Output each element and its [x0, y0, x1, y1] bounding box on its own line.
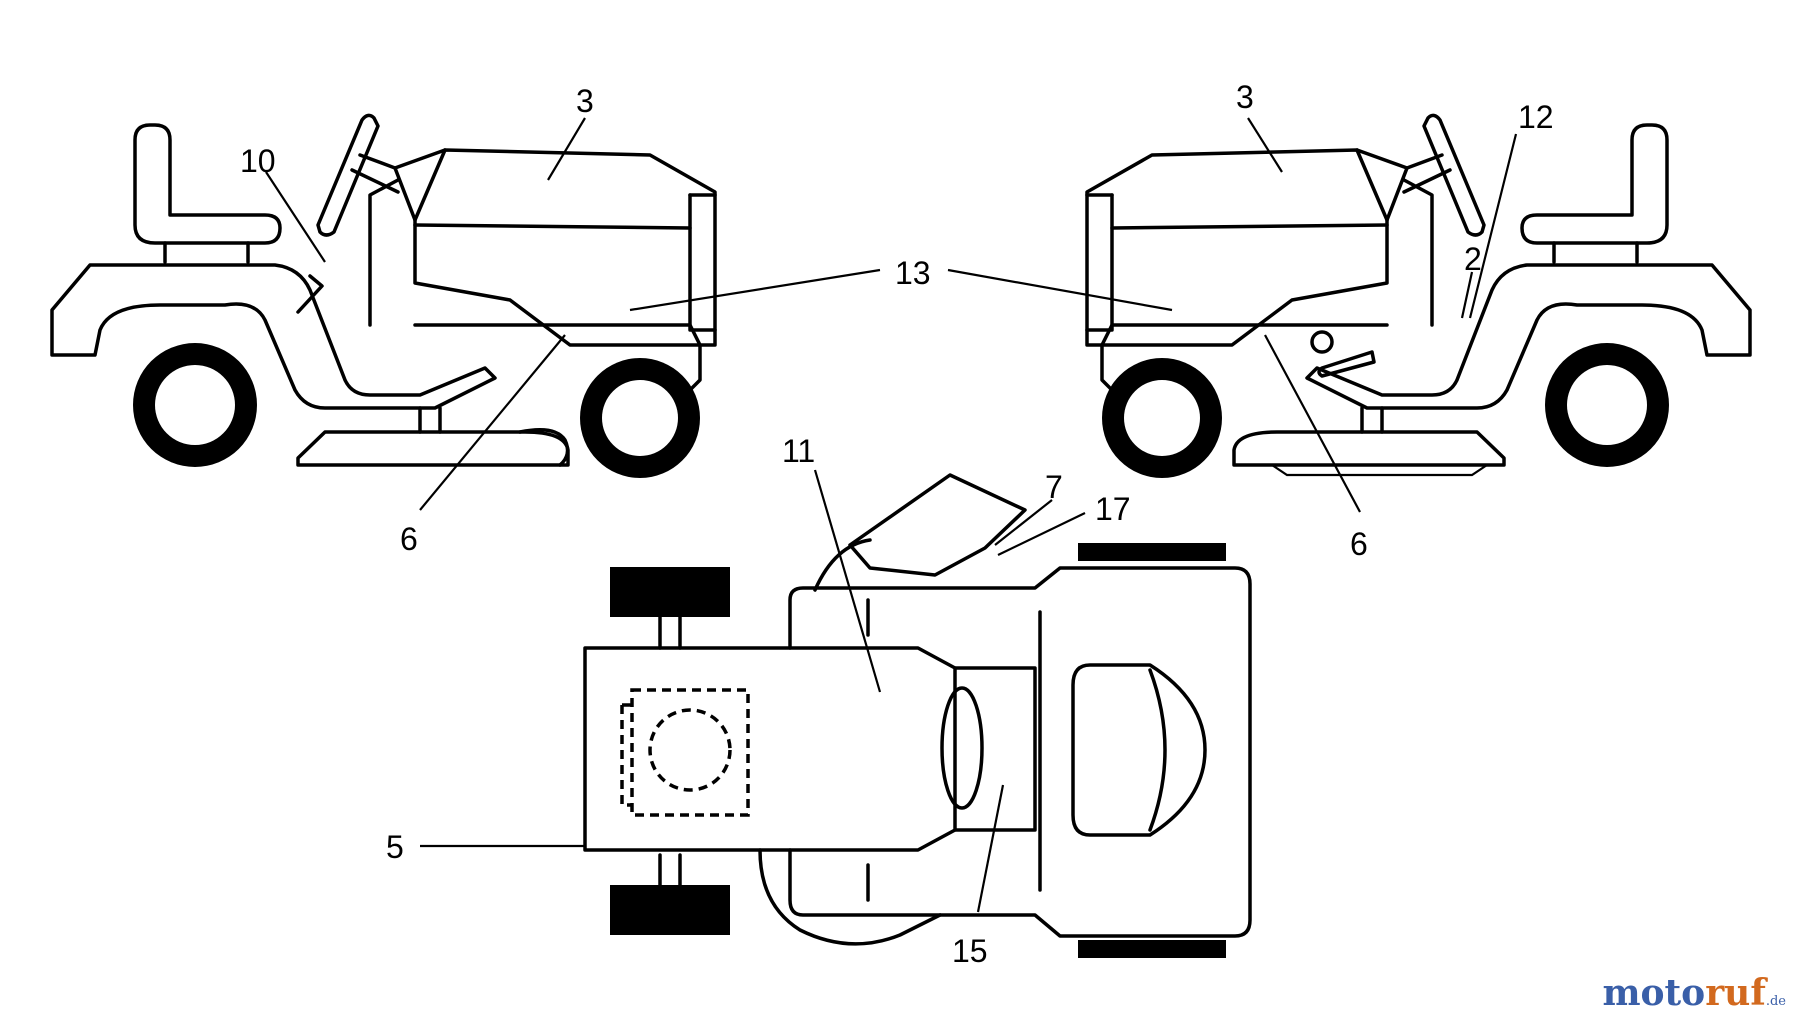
tractor-top-view — [583, 473, 1252, 958]
tractor-left-side-view — [50, 113, 717, 478]
callout-left-10: 10 — [240, 143, 276, 179]
watermark-logo: motoruf.de — [1602, 972, 1786, 1014]
tractor-right-side-view — [1085, 113, 1752, 478]
callout-left-6: 6 — [400, 521, 418, 557]
callout-right-3: 3 — [1236, 79, 1254, 115]
callout-left-3: 3 — [576, 83, 594, 119]
callout-top-7: 7 — [1045, 469, 1063, 505]
callout-13: 13 — [895, 255, 931, 291]
callout-right-6: 6 — [1350, 526, 1368, 562]
callout-labels: 3 10 6 13 3 12 2 6 11 7 17 5 15 — [240, 79, 1554, 969]
leader-lines — [265, 117, 1518, 913]
callout-top-11: 11 — [782, 433, 815, 469]
callout-top-17: 17 — [1095, 491, 1131, 527]
callout-top-15: 15 — [952, 933, 988, 969]
callout-right-2: 2 — [1464, 241, 1482, 277]
callout-top-5: 5 — [386, 829, 404, 865]
callout-right-12: 12 — [1518, 99, 1554, 135]
